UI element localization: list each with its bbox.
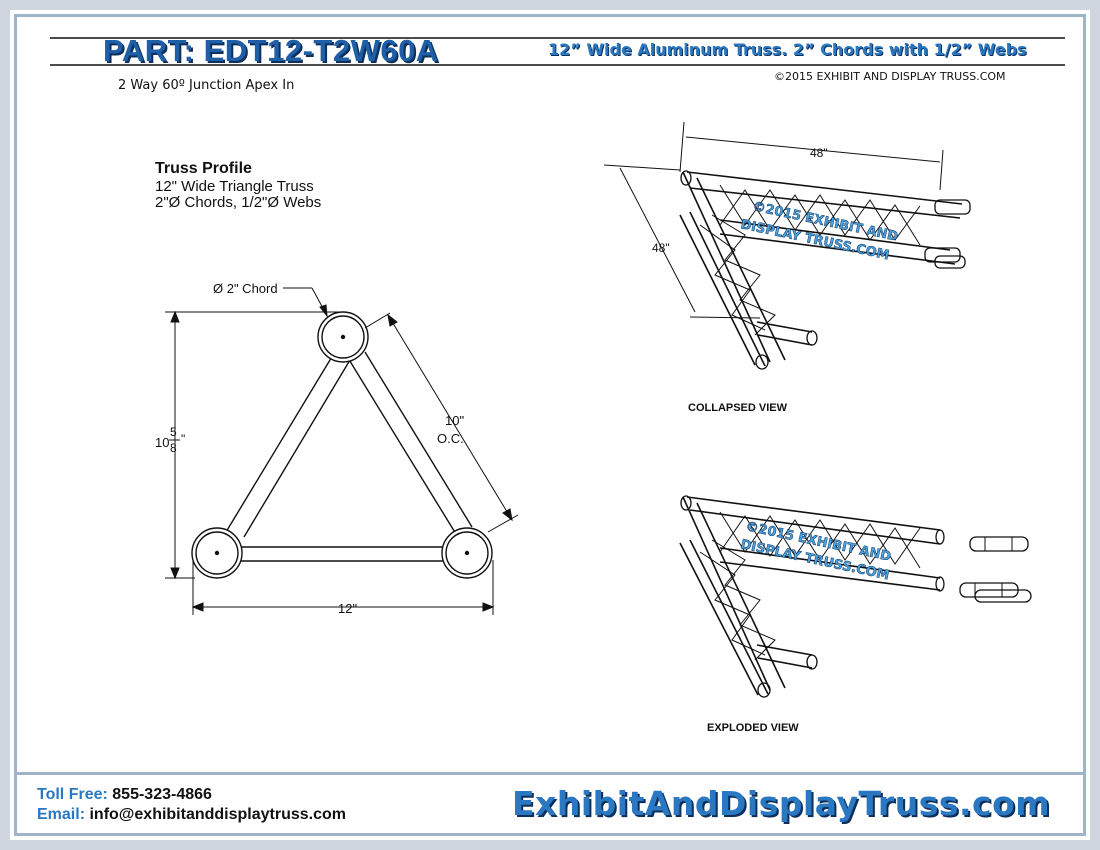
collapsed-dim-side: 48" xyxy=(652,241,670,255)
exploded-view-drawing xyxy=(679,495,1032,698)
toll-free-number[interactable]: 855-323-4866 xyxy=(112,786,212,803)
exploded-view-label: EXPLODED VIEW xyxy=(707,722,799,734)
height-denominator: 8 xyxy=(170,441,177,455)
email-address[interactable]: info@exhibitanddisplaytruss.com xyxy=(89,806,346,823)
truss-profile-drawing xyxy=(191,311,493,579)
height-unit: " xyxy=(181,432,185,446)
collapsed-dim-top: 48" xyxy=(810,146,828,160)
collapsed-view-label: COLLAPSED VIEW xyxy=(688,402,788,414)
part-subtitle: 12” Wide Aluminum Truss. 2” Chords with … xyxy=(548,40,1027,59)
oc-label: O.C. xyxy=(437,431,464,446)
chord-label: Ø 2" Chord xyxy=(213,281,278,296)
truss-profile-line-1: 12" Wide Triangle Truss xyxy=(155,178,314,195)
drawing-border xyxy=(14,14,1086,836)
junction-description: 2 Way 60º Junction Apex In xyxy=(118,78,295,93)
truss-profile-title: Truss Profile xyxy=(155,160,252,177)
toll-free-label: Toll Free: xyxy=(37,786,108,803)
collapsed-view-drawing xyxy=(603,121,971,370)
profile-dimensions xyxy=(165,287,519,615)
footer-bar xyxy=(17,772,1083,836)
truss-profile-line-2: 2"Ø Chords, 1/2"Ø Webs xyxy=(155,194,322,211)
width-label: 12" xyxy=(338,601,357,616)
height-whole: 10 xyxy=(155,435,169,450)
height-numerator: 5 xyxy=(170,425,177,439)
email-label: Email: xyxy=(37,806,86,823)
toll-free-line: Toll Free: 855-323-4866 xyxy=(37,786,212,804)
part-number: PART: EDT12-T2W60A xyxy=(103,33,439,68)
email-line: Email: info@exhibitanddisplaytruss.com xyxy=(37,806,346,824)
website-link[interactable]: ExhibitAndDisplayTruss.com xyxy=(512,784,1051,823)
copyright-notice: ©2015 EXHIBIT AND DISPLAY TRUSS.COM xyxy=(774,70,1006,83)
oc-value: 10" xyxy=(445,413,464,428)
